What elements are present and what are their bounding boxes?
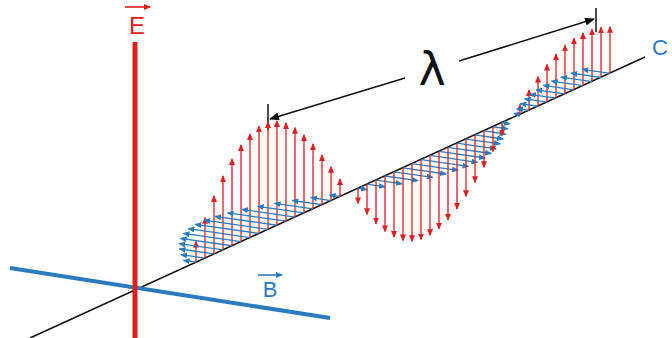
- b-field-vector: [376, 180, 402, 184]
- b-field-label: B: [263, 279, 278, 301]
- b-field-vector: [412, 164, 458, 171]
- b-field-vector: [385, 176, 418, 181]
- b-axis: [10, 268, 330, 318]
- e-field-vector: [393, 172, 394, 237]
- dimension-line: [270, 78, 405, 119]
- b-field-vector: [457, 143, 496, 149]
- e-field-vector: [285, 123, 286, 221]
- vector-arrow: [125, 6, 150, 8]
- e-field-label: E: [129, 14, 145, 38]
- speed-label: C: [652, 37, 668, 59]
- e-field-vector: [537, 77, 538, 107]
- e-field-vector: [231, 159, 232, 246]
- e-field-vector: [402, 168, 403, 241]
- b-field-vector: [525, 99, 547, 102]
- e-field-vector: [456, 143, 457, 209]
- b-field-vector: [582, 69, 610, 73]
- b-field-vector: [514, 113, 520, 115]
- b-field-vector: [517, 109, 529, 111]
- propagation-axis: [30, 57, 645, 338]
- b-field-vector: [204, 220, 268, 229]
- e-field-vector: [492, 127, 493, 152]
- b-field-vector: [181, 255, 205, 258]
- b-field-vector: [466, 139, 500, 144]
- e-field-vector: [465, 139, 466, 196]
- e-field-vector: [339, 179, 340, 196]
- wavelength-symbol: λ: [418, 46, 445, 92]
- vector-arrow: [258, 274, 282, 276]
- b-field-vector: [180, 249, 215, 254]
- e-field-vector: [411, 164, 412, 242]
- e-field-vector: [294, 128, 295, 217]
- e-field-vector: [366, 184, 367, 214]
- e-field-vector: [564, 45, 565, 94]
- e-field-vector: [312, 144, 313, 209]
- b-field-vector: [275, 203, 313, 209]
- b-field-vector: [552, 81, 583, 86]
- field-vectors: [179, 27, 610, 262]
- e-field-vector: [213, 196, 214, 254]
- e-field-vector: [357, 188, 358, 203]
- b-field-vector: [502, 123, 510, 124]
- b-field-vector: [179, 244, 223, 250]
- e-field-vector: [474, 135, 475, 182]
- e-field-vector: [573, 38, 574, 90]
- e-field-vector: [303, 135, 304, 213]
- b-field-vector: [188, 229, 250, 238]
- b-field-vector: [439, 151, 485, 158]
- b-field-vector: [571, 73, 601, 77]
- e-field-vector: [420, 160, 421, 240]
- e-field-vector: [600, 27, 601, 77]
- b-field-vector: [561, 77, 592, 81]
- e-field-vector: [375, 180, 376, 224]
- b-field-vector: [520, 104, 538, 107]
- e-field-vector: [501, 123, 502, 136]
- e-field-vector: [438, 151, 439, 228]
- b-field-vector: [258, 206, 304, 213]
- dimension-tick: [595, 8, 597, 32]
- b-field-vector: [311, 198, 331, 201]
- b-field-vector: [536, 90, 565, 94]
- b-field-vector: [358, 188, 367, 189]
- e-field-vector: [429, 155, 430, 235]
- b-field-vector: [330, 195, 340, 197]
- e-field-vector: [591, 29, 592, 81]
- b-field-vector: [184, 260, 196, 262]
- e-field-vector: [582, 33, 583, 86]
- e-field-vector: [321, 155, 322, 205]
- b-field-vector: [215, 216, 277, 225]
- b-field-vector: [543, 85, 574, 89]
- e-axis: [133, 42, 138, 338]
- b-field-vector: [195, 224, 259, 233]
- b-field-vector: [530, 94, 556, 98]
- e-field-vector: [240, 145, 241, 242]
- e-field-vector: [447, 147, 448, 220]
- e-field-vector: [384, 176, 385, 231]
- b-field-vector: [493, 127, 508, 129]
- e-field-vector: [483, 131, 484, 167]
- e-field-vector: [609, 27, 610, 74]
- b-field-vector: [475, 135, 503, 139]
- b-field-vector: [394, 172, 433, 178]
- b-field-vector: [292, 201, 322, 205]
- e-field-vector: [555, 54, 556, 98]
